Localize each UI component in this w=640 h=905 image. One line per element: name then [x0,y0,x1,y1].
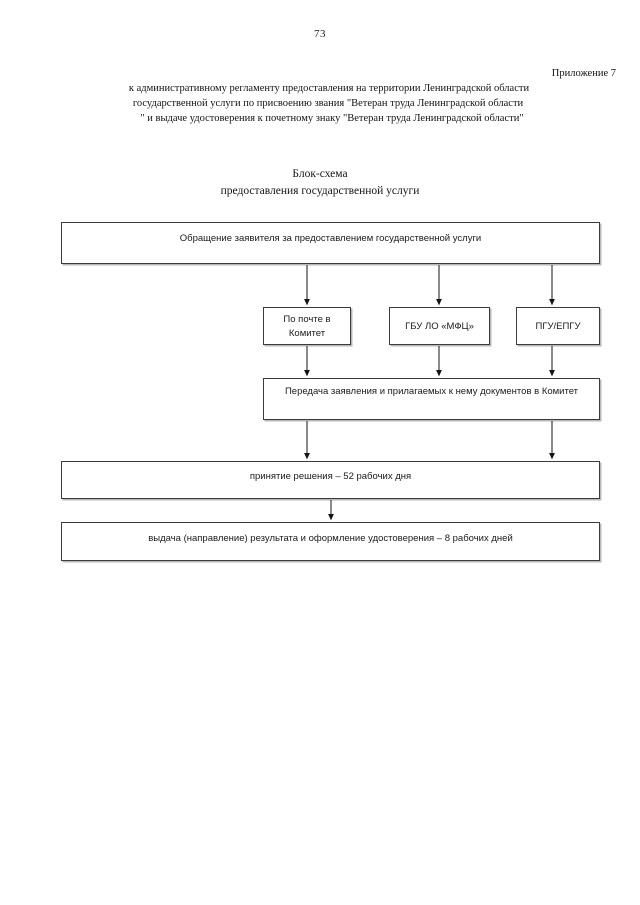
appendix-line-2: к административному регламенту предостав… [128,83,530,94]
flow-node-issue: выдача (направление) результата и оформл… [61,522,600,561]
flow-node-mfc: ГБУ ЛО «МФЦ» [389,307,490,345]
flow-node-pgu-label: ПГУ/ЕПГУ [535,321,581,332]
appendix-header: Приложение 7 к административному регламе… [20,66,620,126]
appendix-line-4: " и выдаче удостоверения к почетному зна… [140,113,524,124]
page-title: Блок-схема предоставления государственно… [0,166,640,200]
flow-node-request: Обращение заявителя за предоставлением г… [61,222,600,264]
flow-node-pgu: ПГУ/ЕПГУ [516,307,600,345]
appendix-line-1: Приложение 7 [551,68,616,79]
flow-node-mfc-label: ГБУ ЛО «МФЦ» [405,321,474,332]
flow-node-transfer-label: Передача заявления и прилагаемых к нему … [284,386,579,397]
flow-node-decision: принятие решения – 52 рабочих дня [61,461,600,499]
flow-node-decision-label: принятие решения – 52 рабочих дня [249,471,412,482]
page-number: 73 [314,28,326,40]
flow-node-request-label: Обращение заявителя за предоставлением г… [179,233,482,244]
flow-node-issue-label: выдача (направление) результата и оформл… [148,533,513,544]
flow-node-mail: По почте в Комитет [263,307,351,345]
flow-node-transfer: Передача заявления и прилагаемых к нему … [263,378,600,420]
flow-node-mail-label: По почте в Комитет [283,314,331,339]
page-title-line-2: предоставления государственной услуги [220,185,420,197]
appendix-line-3: государственной услуги по присвоению зва… [132,98,524,109]
page-title-line-1: Блок-схема [292,168,348,180]
